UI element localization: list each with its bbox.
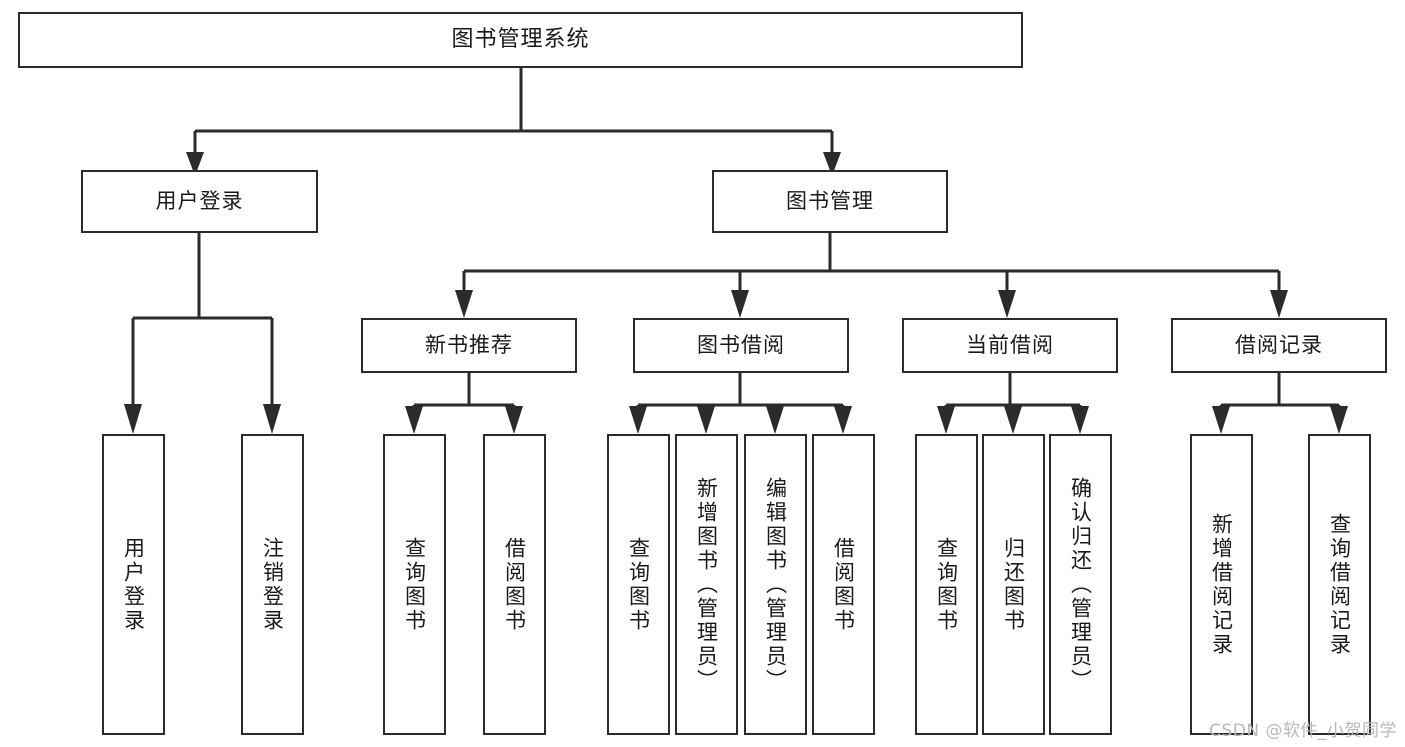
node-user-login-label: 用户登录 (155, 188, 244, 213)
node-leaf-query-record-label: 查询借阅记录 (1327, 512, 1352, 657)
node-leaf-query-book-1[interactable]: 查询图书 (383, 434, 446, 735)
node-leaf-edit-book-label: 编辑图书（管理员） (763, 476, 788, 693)
node-leaf-query-book-3[interactable]: 查询图书 (915, 434, 978, 735)
node-leaf-logout-label: 注销登录 (260, 536, 285, 633)
node-leaf-borrow-book-2[interactable]: 借阅图书 (812, 434, 875, 735)
node-user-login[interactable]: 用户登录 (81, 170, 318, 233)
node-new-book-rec[interactable]: 新书推荐 (361, 318, 577, 373)
node-leaf-return-book[interactable]: 归还图书 (982, 434, 1045, 735)
node-leaf-query-book-1-label: 查询图书 (402, 536, 427, 633)
node-book-borrow[interactable]: 图书借阅 (633, 318, 849, 373)
node-leaf-confirm-return[interactable]: 确认归还（管理员） (1049, 434, 1112, 735)
node-root[interactable]: 图书管理系统 (18, 12, 1023, 68)
node-leaf-confirm-return-label: 确认归还（管理员） (1068, 476, 1093, 693)
node-leaf-borrow-book-1[interactable]: 借阅图书 (483, 434, 546, 735)
node-leaf-add-book-label: 新增图书（管理员） (694, 476, 719, 693)
node-leaf-query-book-2[interactable]: 查询图书 (607, 434, 670, 735)
arrow-heads (124, 152, 1348, 434)
node-leaf-edit-book[interactable]: 编辑图书（管理员） (744, 434, 807, 735)
node-leaf-user-login[interactable]: 用户登录 (102, 434, 165, 735)
node-leaf-return-book-label: 归还图书 (1001, 536, 1026, 633)
node-leaf-add-book[interactable]: 新增图书（管理员） (675, 434, 738, 735)
node-borrow-record[interactable]: 借阅记录 (1171, 318, 1387, 373)
node-current-borrow[interactable]: 当前借阅 (902, 318, 1118, 373)
node-leaf-logout[interactable]: 注销登录 (241, 434, 304, 735)
node-leaf-borrow-book-2-label: 借阅图书 (831, 536, 856, 633)
node-leaf-query-record[interactable]: 查询借阅记录 (1308, 434, 1371, 735)
node-book-borrow-label: 图书借阅 (697, 332, 785, 357)
node-book-manage[interactable]: 图书管理 (712, 170, 948, 233)
node-new-book-rec-label: 新书推荐 (425, 332, 513, 357)
node-borrow-record-label: 借阅记录 (1235, 332, 1323, 357)
node-current-borrow-label: 当前借阅 (966, 332, 1054, 357)
node-leaf-add-record-label: 新增借阅记录 (1209, 512, 1234, 657)
node-root-label: 图书管理系统 (451, 26, 590, 52)
node-book-manage-label: 图书管理 (786, 188, 874, 213)
node-leaf-borrow-book-1-label: 借阅图书 (502, 536, 527, 633)
node-leaf-query-book-2-label: 查询图书 (626, 536, 651, 633)
node-leaf-query-book-3-label: 查询图书 (934, 536, 959, 633)
node-leaf-user-login-label: 用户登录 (121, 536, 146, 633)
node-leaf-add-record[interactable]: 新增借阅记录 (1190, 434, 1253, 735)
